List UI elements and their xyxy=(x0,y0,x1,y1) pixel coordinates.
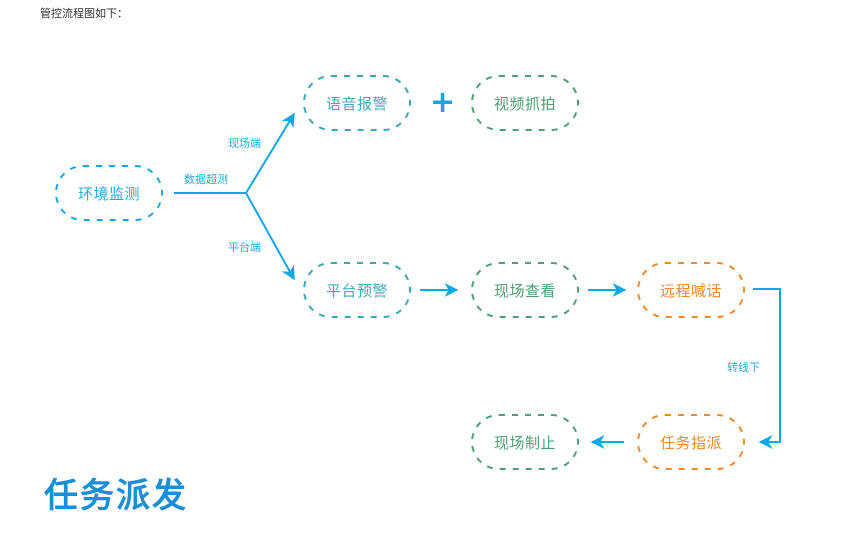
node-outline xyxy=(471,262,579,318)
node-label: 视频抓拍 xyxy=(493,94,556,113)
label-site-side: 现场端 xyxy=(228,137,261,150)
arrow-to-voice-alert xyxy=(245,112,295,194)
arrow-to-platform-alert xyxy=(245,192,295,281)
plus-icon: + xyxy=(430,85,456,120)
node-outline xyxy=(303,262,411,318)
label-data-exceed: 数据超测 xyxy=(184,173,228,186)
node-label: 远程喊话 xyxy=(659,281,722,300)
section-title: 任务派发 xyxy=(44,476,188,516)
node-label: 语音报警 xyxy=(325,94,388,113)
label-offline: 转线下 xyxy=(727,361,760,374)
node-outline xyxy=(55,165,163,221)
node-outline xyxy=(637,414,745,470)
node-outline xyxy=(471,414,579,470)
node-label: 现场制止 xyxy=(493,433,556,452)
node-outline xyxy=(637,262,745,318)
node-outline xyxy=(303,75,411,131)
node-label: 平台预警 xyxy=(325,281,388,300)
node-voice-alert: 语音报警 xyxy=(302,74,412,132)
node-site-stop: 现场制止 xyxy=(470,413,580,471)
node-label: 环境监测 xyxy=(77,184,140,203)
node-platform-alert: 平台预警 xyxy=(302,261,412,319)
node-dispatch: 任务指派 xyxy=(636,413,746,471)
node-remote-call: 远程喊话 xyxy=(636,261,746,319)
node-outline xyxy=(471,75,579,131)
node-label: 任务指派 xyxy=(659,433,722,452)
node-label: 现场查看 xyxy=(493,281,556,300)
label-platform-side: 平台端 xyxy=(228,241,261,254)
node-video-capture: 视频抓拍 xyxy=(470,74,580,132)
node-env-monitor: 环境监测 xyxy=(54,164,164,222)
arrow-remote-call-to-dispatch xyxy=(753,288,781,449)
node-site-view: 现场查看 xyxy=(470,261,580,319)
intro-text: 管控流程图如下： xyxy=(40,7,128,20)
